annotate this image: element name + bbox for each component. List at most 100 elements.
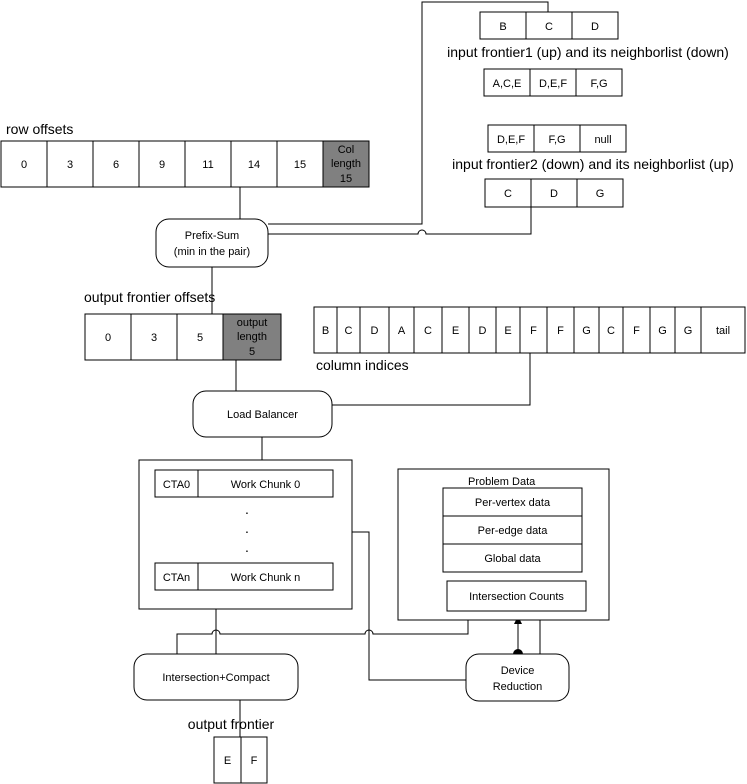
column-index-value: C (345, 325, 353, 337)
problem-data-item-box (442, 543, 583, 573)
column-index-cell (359, 306, 390, 354)
frontier1-vertex: B (499, 21, 506, 33)
column-index-value: G (658, 325, 667, 337)
row-offsets-group: row offsets 0 3 6 9 11 14 15 Col length … (0, 121, 370, 188)
intersection-label: Intersection+Compact (162, 672, 269, 684)
output-offset-value: 3 (151, 332, 157, 344)
row-offset-value: 9 (159, 159, 165, 171)
column-index-value: F (557, 325, 564, 337)
load-balancer-label: Load Balancer (227, 409, 298, 421)
device-reduction-label: Reduction (493, 681, 543, 693)
frontier1-neighbor: D,E,F (539, 78, 567, 90)
output-frontier-group: output frontier E F (188, 716, 275, 784)
column-index-value: C (607, 325, 615, 337)
frontier1-title: input frontier1 (up) and its neighborlis… (447, 44, 729, 60)
col-length-label: length (331, 158, 361, 170)
wire-frontier2-to-prefixsum (268, 207, 532, 235)
row-offset-cell-5 (230, 140, 278, 188)
output-frontier-cell-1 (240, 736, 268, 784)
frontier2-title: input frontier2 (down) and its neighborl… (452, 156, 734, 172)
column-index-tail-cell (700, 306, 746, 354)
problem-data-item: Global data (484, 553, 541, 565)
work-chunks-group: CTA0 Work Chunk 0 . . . CTAn Work Chunk … (138, 459, 353, 610)
frontier2-vertex: D (550, 188, 558, 200)
problem-data-item-box (442, 515, 583, 545)
column-index-value: G (684, 325, 693, 337)
frontier1-neighbor: F,G (590, 78, 607, 90)
column-index-cell (388, 306, 415, 354)
frontier2-neighbor-cell-2 (579, 124, 627, 153)
row-offset-cell-6 (276, 140, 324, 188)
frontier2-neighbor-cell-0 (487, 124, 535, 153)
row-offset-value: 11 (202, 159, 213, 171)
output-frontier-value: F (251, 755, 258, 767)
column-index-value: B (322, 325, 329, 337)
cta-label: CTA0 (163, 479, 190, 491)
problem-data-item: Per-vertex data (475, 497, 551, 509)
device-reduction-node: Device Reduction (465, 653, 570, 702)
intersection-counts-box (446, 580, 587, 612)
frontier1-group: B C D input frontier1 (up) and its neigh… (447, 11, 729, 97)
row-offset-value: 14 (248, 159, 260, 171)
column-index-tail: tail (716, 325, 730, 337)
prefix-sum-box (155, 218, 269, 268)
device-reduction-label: Device (501, 665, 535, 677)
frontier2-cell-2 (576, 178, 624, 208)
column-index-value: F (633, 325, 640, 337)
wire-colindices-to-loadbalancer (332, 353, 531, 406)
cta-label: CTAn (163, 572, 190, 584)
column-indices-group: B C D A C E D E F F G C F G G tail colum… (313, 306, 746, 373)
column-index-value: C (424, 325, 432, 337)
frontier1-cell-2 (571, 11, 619, 40)
device-reduction-box (465, 653, 570, 702)
ellipsis-dot: . (245, 539, 249, 555)
ellipsis-dot: . (245, 501, 249, 517)
prefix-sum-node: Prefix-Sum (min in the pair) (155, 218, 269, 268)
column-index-cell (674, 306, 702, 354)
prefix-sum-label: Prefix-Sum (185, 230, 239, 242)
work-chunk-label: Work Chunk 0 (231, 479, 301, 491)
frontier2-vertex: C (504, 188, 512, 200)
column-index-value: F (530, 325, 537, 337)
wire-work-to-reduction (352, 531, 466, 681)
output-frontier-title: output frontier (188, 716, 275, 732)
output-length-label: output (237, 317, 268, 329)
column-index-cell (468, 306, 497, 354)
frontier2-neighbor: null (594, 134, 611, 146)
problem-data-item-box (442, 487, 583, 517)
row-offset-value: 0 (21, 159, 27, 171)
frontier1-cell-0 (479, 11, 527, 40)
frontier1-neighbor-cell-0 (483, 68, 531, 97)
row-offset-cell-4 (184, 140, 232, 188)
load-balancer-node: Load Balancer (192, 390, 333, 438)
row-offsets-array: 0 3 6 9 11 14 15 Col length 15 (0, 140, 370, 188)
output-offset-cell-1 (130, 313, 178, 361)
load-balancer-box (192, 390, 333, 438)
frontier2-neighbor-cell-1 (533, 124, 581, 153)
output-length-value: 5 (249, 346, 255, 358)
frontier2-vertex: G (596, 188, 605, 200)
intersection-box (133, 653, 299, 701)
frontier1-neighbor: A,C,E (493, 78, 522, 90)
column-indices-title: column indices (316, 357, 409, 373)
row-offset-value: 3 (67, 159, 73, 171)
row-offset-value: 15 (294, 159, 306, 171)
work-chunk-cell (197, 469, 334, 498)
wire-frontier1-to-prefixsum (268, 1, 549, 225)
intersection-counts-label: Intersection Counts (469, 591, 564, 603)
row-offset-cell-2 (92, 140, 140, 188)
column-index-value: E (504, 325, 511, 337)
frontier2-neighbor: D,E,F (497, 134, 525, 146)
column-index-cell (519, 306, 548, 354)
column-index-cell (413, 306, 443, 354)
output-offsets-title: output frontier offsets (84, 289, 215, 305)
output-offset-value: 0 (105, 332, 111, 344)
frontier1-vertex: D (591, 21, 599, 33)
row-offset-cell-3 (138, 140, 186, 188)
output-frontier-cell-0 (213, 736, 242, 784)
intersection-node: Intersection+Compact (133, 653, 299, 701)
output-frontier-value: E (224, 755, 231, 767)
row-offset-value: 6 (113, 159, 119, 171)
column-index-value: A (398, 325, 406, 337)
